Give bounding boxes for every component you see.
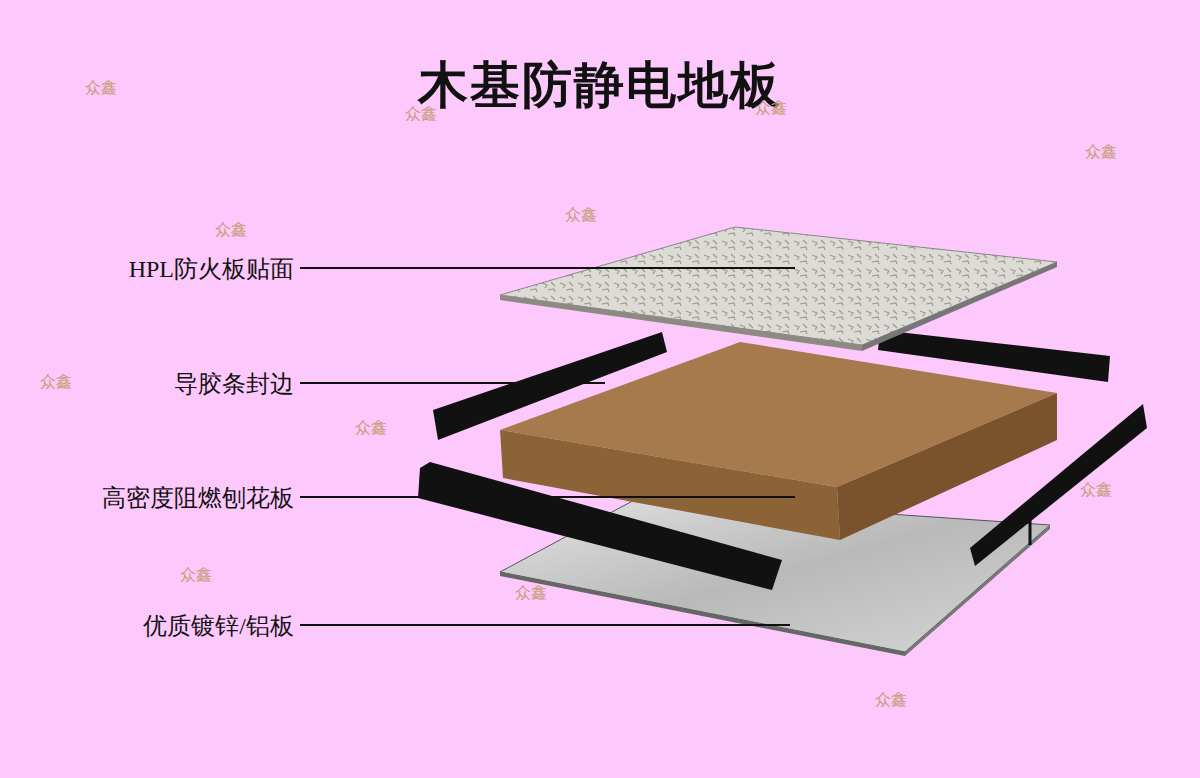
watermark: 众鑫	[355, 418, 387, 439]
diagram-title: 木基防静电地板	[0, 52, 1200, 119]
watermark: 众鑫	[85, 78, 117, 99]
watermark: 众鑫	[40, 372, 72, 393]
watermark: 众鑫	[755, 98, 787, 119]
watermark: 众鑫	[1085, 142, 1117, 163]
leader-line	[300, 496, 795, 498]
part-label: 高密度阻燃刨花板	[4, 482, 294, 514]
watermark: 众鑫	[180, 565, 212, 586]
watermark: 众鑫	[405, 104, 437, 125]
leader-line	[300, 624, 790, 626]
watermark: 众鑫	[515, 583, 547, 604]
watermark: 众鑫	[1080, 480, 1112, 501]
part-label: HPL防火板贴面	[4, 253, 294, 285]
watermark: 众鑫	[215, 220, 247, 241]
watermark: 众鑫	[565, 205, 597, 226]
part-label: 优质镀锌/铝板	[4, 610, 294, 642]
leader-line	[300, 267, 795, 269]
watermark: 众鑫	[875, 690, 907, 711]
leader-line	[300, 382, 605, 384]
